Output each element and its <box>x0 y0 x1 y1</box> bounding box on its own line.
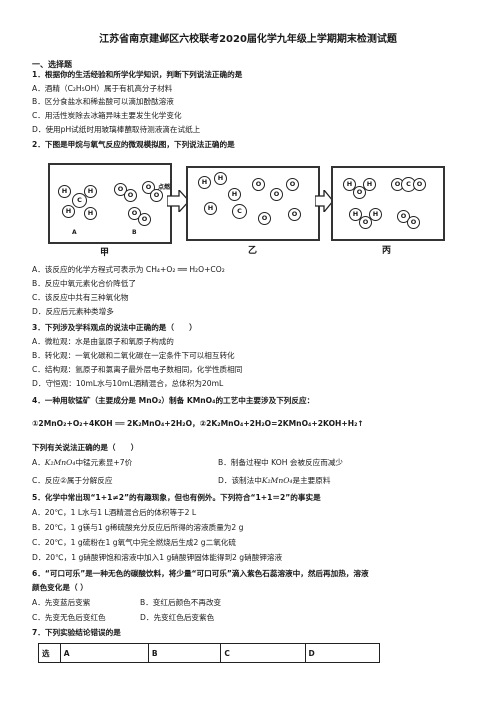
atom-o: O <box>353 186 366 199</box>
q4-equations: ①2MnO₂+O₂+4KOH ══ 2K₂MnO₄+2H₂O，②2K₂MnO₄+… <box>32 419 364 428</box>
atom-o: O <box>407 216 420 229</box>
atom-c: C <box>72 193 87 208</box>
atom-h: H <box>369 208 382 221</box>
atom-h: H <box>214 172 227 185</box>
q2-option-a: A．该反应的化学方程式可表示为 CH₄+O₂ ══ H₂O+CO₂ <box>32 265 225 274</box>
arrow-right-icon <box>315 190 333 212</box>
atom-h: H <box>58 185 71 198</box>
q1-stem: 1．根据你的生活经验和所学化学知识，判断下列说法正确的是 <box>32 70 243 79</box>
atom-o: O <box>252 178 265 191</box>
atom-o: O <box>138 213 151 226</box>
atom-h: H <box>62 205 75 218</box>
table-cell: A <box>59 643 149 663</box>
q2-option-c: C．该反应中共有三种氧化物 <box>32 293 129 302</box>
table-cell: C <box>220 643 306 663</box>
q6-option-c: C．先变无色后变红色 <box>32 613 106 622</box>
arrow-right-icon <box>167 190 189 212</box>
q4-option-b: B．制备过程中 KOH 会被反应而减少 <box>218 458 344 467</box>
q5-option-c: C．20℃，1 g硫粉在1 g氧气中完全燃烧后生成2 g二氧化硫 <box>32 538 236 547</box>
atom-h: H <box>343 178 356 191</box>
condition-label: 点燃 <box>158 184 171 191</box>
q4-option-a: A．K₂MnO₄中锰元素显+7价 <box>32 458 133 467</box>
atom-o: O <box>270 188 283 201</box>
atom-o: O <box>359 216 372 229</box>
formula: K₂MnO₄ <box>44 458 76 467</box>
atom-o: O <box>286 178 299 191</box>
q6-option-d: D．先变红色后变紫色 <box>140 613 215 622</box>
q4-stem: 4．一种用软锰矿（主要成分是 MnO₂）制备 KMnO₄的工艺中主要涉及下列反应… <box>32 396 315 405</box>
q1-option-b: B．区分食盐水和稀盐酸可以滴加酚酞溶液 <box>32 97 174 106</box>
table-cell: 选 <box>38 643 61 663</box>
q3-option-a: A．微粒观：水是由氢原子和氧原子构成的 <box>32 337 174 346</box>
atom-h: H <box>84 185 97 198</box>
label-bing: 丙 <box>382 246 392 256</box>
sub-label-a: A <box>72 229 77 236</box>
q3-option-d: D．守恒观：10mL水与10mL酒精混合，总体积为20mL <box>32 379 224 388</box>
atom-c: C <box>232 204 247 219</box>
atom-o: O <box>391 178 404 191</box>
q4-ask: 下列有关说法正确的是（ ） <box>32 443 139 452</box>
atom-h: H <box>84 207 97 220</box>
sub-label-b: B <box>132 229 137 236</box>
atom-o: O <box>124 189 137 202</box>
atom-h: H <box>363 178 376 191</box>
q1-option-c: C．用活性炭除去冰箱异味主要发生化学变化 <box>32 111 182 120</box>
reaction-diagram: H C H H H O O O O O O A B 点燃 H H H H C O… <box>48 163 448 259</box>
q3-option-b: B．转化观：一氧化碳和二氧化碳在一定条件下可以相互转化 <box>32 351 235 360</box>
page-title: 江苏省南京建邺区六校联考2020届化学九年级上学期期末检测试题 <box>99 34 397 45</box>
formula: K₂MnO₄ <box>261 476 293 485</box>
diagram-box-bing: H O H O C O H O H O O <box>331 166 445 241</box>
q2-option-b: B．反应中氧元素化合价降低了 <box>32 279 136 288</box>
q4-option-c: C．反应②属于分解反应 <box>32 476 113 485</box>
diagram-box-jia: H C H H H O O O O O O A B <box>48 163 172 244</box>
label-yi: 乙 <box>248 246 258 256</box>
q6-stem-continued: 颜色变化是（ ） <box>32 583 88 592</box>
table-row: 选 A B C D <box>38 643 381 663</box>
q5-option-d: D．20℃，1 g硝酸钾饱和溶液中加入1 g硝酸钾固体能得到2 g硝酸钾溶液 <box>32 553 283 562</box>
q5-stem: 5．化学中常出现“1+1≠2”的有趣现象，但也有例外。下列符合“1+1＝2”的事… <box>32 493 321 502</box>
atom-h: H <box>228 188 241 201</box>
atom-o: O <box>413 178 426 191</box>
label-jia: 甲 <box>100 248 110 258</box>
q1-option-a: A．酒精（C₂H₅OH）属于有机高分子材料 <box>32 84 173 93</box>
q4-option-d: D．该制法中K₂MnO₄是主要原料 <box>218 476 331 485</box>
atom-o: O <box>288 208 301 221</box>
q2-stem: 2．下图是甲烷与氧气反应的微观模拟图，下列说法正确的是 <box>32 140 235 149</box>
q2-option-d: D．反应后元素种类增多 <box>32 307 114 316</box>
q1-option-d: D．使用pH试纸时用玻璃棒蘸取待测液滴在试纸上 <box>32 125 201 134</box>
q5-option-b: B．20℃，1 g镁与1 g稀硫酸充分反应后所得的溶液质量为2 g <box>32 523 244 532</box>
q5-option-a: A．20℃，1 L水与1 L酒精混合后的体积等于2 L <box>32 508 197 517</box>
table-cell: B <box>147 643 222 663</box>
q6-option-a: A．先变蓝后变紫 <box>32 598 91 607</box>
atom-h: H <box>349 208 362 221</box>
q3-option-c: C．结构观：氩原子和氯离子最外层电子数相同，化学性质相同 <box>32 365 243 374</box>
atom-h: H <box>198 176 211 189</box>
table-cell: D <box>304 643 381 663</box>
diagram-box-yi: H H H H C O O O O O <box>186 166 320 241</box>
atom-o: O <box>150 189 163 202</box>
q6-option-b: B．变红后颜色不再改变 <box>140 598 222 607</box>
q7-stem: 7．下列实验结论错误的是 <box>32 628 121 637</box>
q7-table: 选 A B C D <box>38 643 381 663</box>
atom-h: H <box>204 202 217 215</box>
q3-stem: 3．下列涉及学科观点的说法中正确的是（ ） <box>32 323 197 332</box>
q6-stem: 6．“可口可乐”是一种无色的碳酸饮料，将少量“可口可乐”滴入紫色石蕊溶液中，然后… <box>32 569 369 578</box>
section-heading: 一、选择题 <box>32 60 72 69</box>
atom-o: O <box>258 212 271 225</box>
